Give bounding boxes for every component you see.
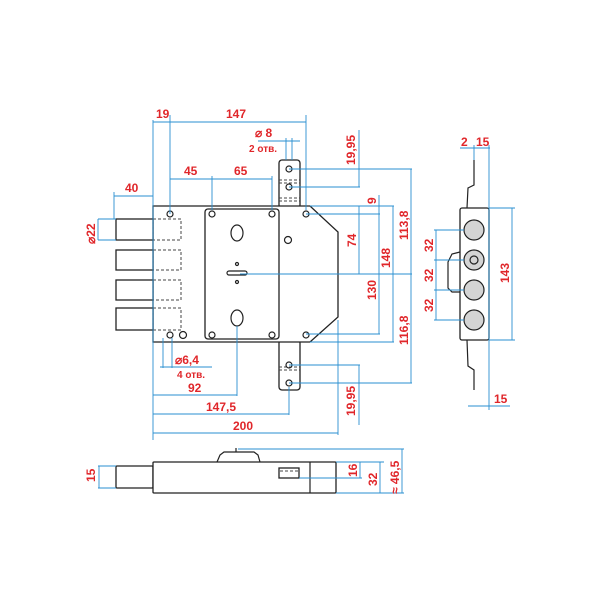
front-view (115, 159, 339, 391)
dim-19: 19 (156, 107, 170, 121)
dim-32-a: 32 (422, 238, 436, 252)
dim-32-b: 32 (422, 268, 436, 282)
dim-130: 130 (365, 280, 379, 300)
side-dimension-labels: 2 15 32 32 32 143 15 (422, 135, 512, 406)
keyhole-top (230, 224, 244, 242)
bottom-dimension-labels: 15 16 32 ≈ 46,5 (84, 460, 402, 494)
dim-hole-6-4-count: 4 отв. (177, 370, 205, 381)
side-dimension-lines (434, 145, 515, 410)
dim-113-8: 113,8 (397, 210, 411, 240)
dim-148: 148 (379, 248, 393, 268)
side-view (447, 160, 490, 390)
dim-65: 65 (234, 164, 248, 178)
front-dimension-lines (97, 115, 412, 440)
dim-hole-6-4: ⌀6,4 (175, 353, 199, 367)
dim-19-95-bottom: 19,95 (344, 386, 358, 416)
dim-16: 16 (346, 463, 360, 477)
dim-32-c: 32 (422, 298, 436, 312)
front-dimension-labels: 19 147 ⌀ 8 2 отв. 45 65 40 ⌀22 19,95 9 7… (84, 107, 411, 433)
dim-9: 9 (365, 197, 379, 204)
dim-116-8: 116,8 (397, 315, 411, 345)
dim-hole-8-count: 2 отв. (249, 144, 277, 155)
key-slot (226, 270, 248, 276)
bottom-window (278, 467, 300, 479)
dim-143: 143 (498, 263, 512, 283)
dim-hole-8: ⌀ 8 (255, 126, 273, 140)
bottom-body (152, 461, 337, 494)
dim-32: 32 (366, 472, 380, 486)
bottom-view (115, 448, 337, 494)
dim-92: 92 (188, 381, 202, 395)
dim-200: 200 (233, 419, 253, 433)
dim-2: 2 (461, 135, 468, 149)
dim-147-5: 147,5 (206, 400, 236, 414)
dim-15-bottom: 15 (494, 392, 508, 406)
bolts (115, 218, 182, 331)
dim-19-95-top: 19,95 (344, 135, 358, 165)
dim-147: 147 (226, 107, 246, 121)
dim-46-5: ≈ 46,5 (388, 460, 402, 494)
cylinder-knob (216, 451, 261, 463)
dim-45: 45 (184, 164, 198, 178)
side-handle (447, 251, 461, 293)
dim-40: 40 (125, 181, 139, 195)
dim-74: 74 (345, 233, 359, 247)
dim-15-top: 15 (476, 135, 490, 149)
dim-bolt-22: ⌀22 (84, 223, 98, 244)
dim-15: 15 (84, 468, 98, 482)
bottom-dimension-lines (98, 448, 404, 494)
bottom-bolt (115, 465, 154, 489)
